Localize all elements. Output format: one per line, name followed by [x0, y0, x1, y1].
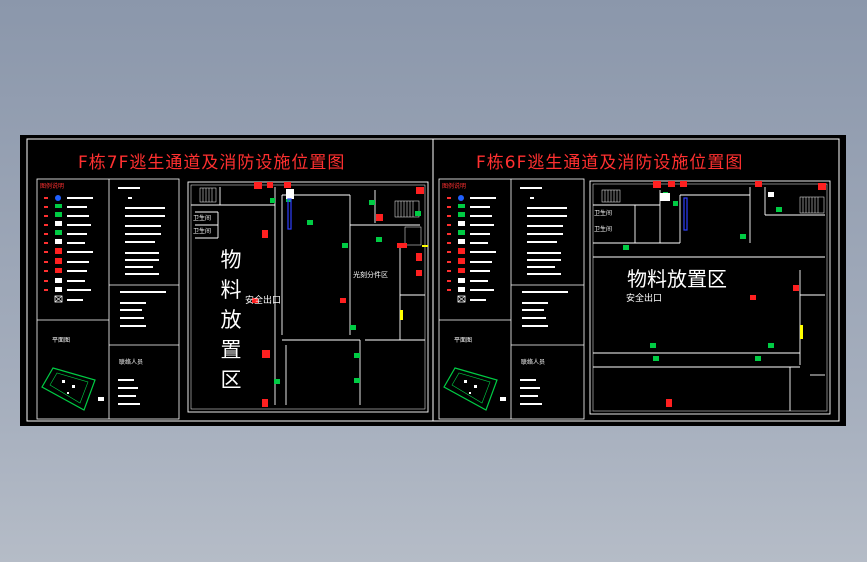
plan-header: 平面图 [454, 337, 472, 344]
fire-facility-markers [252, 182, 428, 407]
site-plan-thumbnail [41, 367, 104, 411]
restroom-label-1: 卫生间 [594, 209, 612, 217]
floor-plan-6f [589, 180, 831, 415]
fire-facility-markers [623, 181, 826, 407]
site-plan-thumbnail [443, 367, 506, 411]
drawing-sheet: 图例说明 [20, 135, 846, 426]
legend-box [36, 178, 180, 420]
legend-symbols [44, 195, 93, 303]
legend-notes [118, 187, 166, 327]
floor-plan-7f [187, 181, 429, 413]
storage-area-label-6f: 物料放置区 [627, 267, 727, 291]
panel-6f: 图例说明 [438, 178, 831, 420]
panel-title-6f: F栋6F逃生通道及消防设施位置图 [476, 153, 744, 173]
contact-header: 联络人员 [521, 358, 545, 366]
panel-7f: 图例说明 [36, 178, 429, 420]
contact-header: 联络人员 [119, 358, 143, 366]
legend-box [438, 178, 585, 420]
storage-area-label-7f: 物料放置区 [220, 248, 242, 392]
panel-title-7f: F栋7F逃生通道及消防设施位置图 [78, 153, 346, 173]
legend-header: 图例说明 [40, 182, 64, 190]
stairs [199, 187, 422, 246]
restroom-label-2: 卫生间 [594, 225, 612, 233]
exit-label: 安全出口 [245, 294, 281, 306]
legend-header: 图例说明 [442, 182, 466, 190]
exit-label: 安全出口 [626, 292, 662, 304]
plan-header: 平面图 [52, 337, 70, 344]
restroom-label-1: 卫生间 [193, 214, 211, 222]
legend-symbols [447, 195, 496, 303]
restroom-label-2: 卫生间 [193, 227, 211, 235]
cad-drawing: 图例说明 [26, 138, 840, 422]
room-label: 光刻分件区 [353, 270, 388, 279]
legend-notes [520, 187, 568, 327]
stairs [601, 189, 825, 214]
